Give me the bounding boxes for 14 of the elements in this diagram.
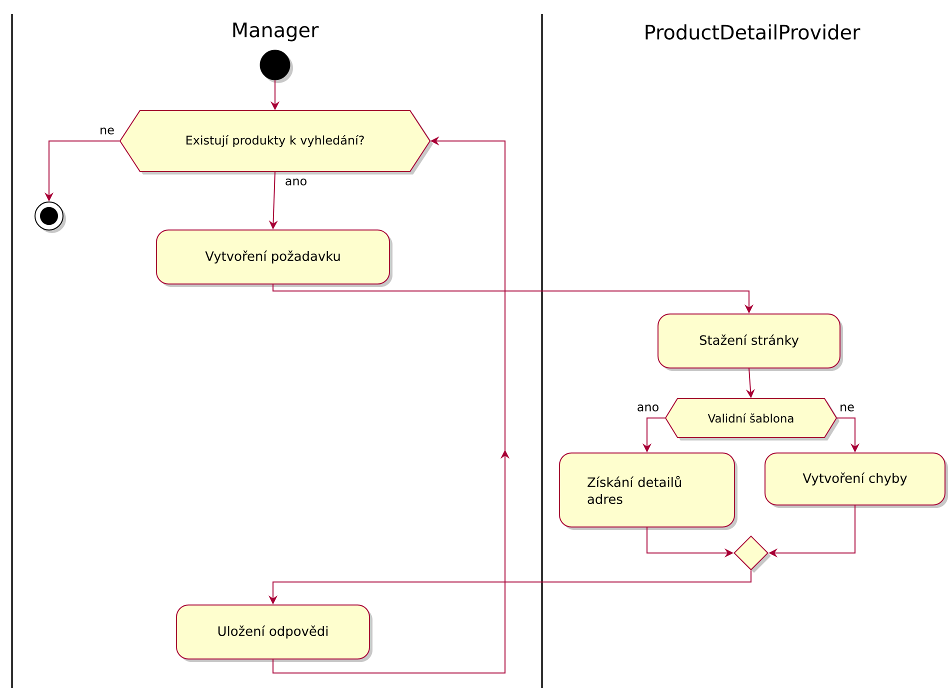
start-circle	[260, 50, 293, 83]
edge-label: ano	[636, 404, 660, 412]
merge-diamond	[734, 535, 771, 573]
lane-header: Manager	[233, 22, 319, 42]
action-box: Vytvoření chyby	[764, 452, 948, 508]
action-box: Vytvoření požadavku	[156, 229, 392, 287]
edge-label: ne	[838, 404, 856, 412]
edge-label: ano	[284, 178, 308, 186]
action-box: Získání detailů adres	[559, 452, 738, 530]
action-box: Stažení stránky	[658, 313, 843, 371]
edge-label: ne	[98, 126, 116, 136]
action-box: Uložení odpovědi	[176, 604, 372, 662]
lane-header: ProductDetailProvider	[646, 24, 860, 40]
end-circle	[34, 201, 66, 233]
